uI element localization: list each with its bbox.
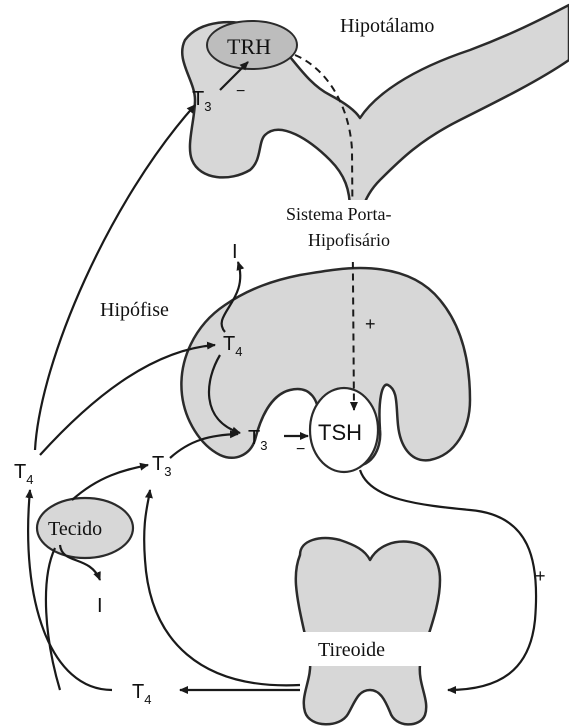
- label-bottom-t4: T4: [132, 681, 151, 707]
- label-hypothalamus: Hipotálamo: [340, 15, 434, 37]
- sign-plus-thyroid: +: [535, 566, 546, 586]
- sign-minus-tsh: −: [296, 441, 305, 458]
- label-pituitary: Hipófise: [100, 299, 169, 321]
- label-iodine-bottom: I: [97, 595, 103, 617]
- arrow-tissue-to-t3: [72, 465, 148, 500]
- label-left-t4: T4: [14, 461, 33, 487]
- arrow-t4-into-tissue: [46, 548, 60, 690]
- label-tissue: Tecido: [48, 518, 102, 540]
- label-portal-line1: Sistema Porta-: [286, 204, 392, 224]
- label-iodine-top: I: [232, 241, 238, 263]
- label-thyroid: Tireoide: [318, 639, 385, 661]
- label-portal-line2: Hipofisário: [308, 230, 390, 250]
- thyroid-organ: [296, 538, 440, 724]
- arrow-t4-to-hypothalamus: [35, 105, 195, 450]
- arrow-thyroid-to-t3: [144, 490, 300, 685]
- sign-plus-pituitary: +: [365, 314, 376, 334]
- label-tsh: TSH: [318, 420, 362, 445]
- label-middle-t3: T3: [152, 453, 171, 479]
- sign-minus-hypothalamus: −: [236, 83, 245, 100]
- label-trh: TRH: [227, 34, 271, 59]
